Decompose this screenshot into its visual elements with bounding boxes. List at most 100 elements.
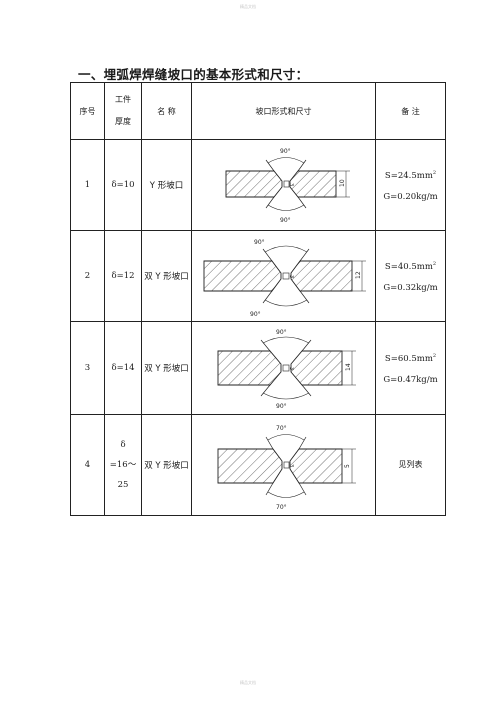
remark-area-value: S=24.5mm xyxy=(384,170,433,181)
angle-bottom-label: 90° xyxy=(250,311,261,318)
groove-line xyxy=(301,384,312,397)
groove-spec-table: 序号 工件 厚度 名 称 坡口形式和尺寸 备 注 1 δ=10 Y 形坡口 xyxy=(70,82,446,516)
remark-area-value: S=40.5mm xyxy=(384,261,433,272)
remark-weight: G=0.32kg/m xyxy=(383,283,438,294)
remark-weight: G=0.47kg/m xyxy=(383,375,438,386)
root-gap-label: 3 xyxy=(288,275,294,278)
root-gap xyxy=(282,272,290,280)
angle-arc-bottom xyxy=(267,491,305,498)
row-name: 双 Y 形坡口 xyxy=(141,321,192,415)
right-plate xyxy=(289,448,343,484)
angle-arc-top xyxy=(267,157,305,164)
groove-line xyxy=(299,248,310,262)
groove-line xyxy=(265,159,275,172)
groove-diagram: 90° 90° 3 12 xyxy=(203,239,366,318)
thickness-dim-label: 14 xyxy=(345,363,352,371)
remark-see-list: 见列表 xyxy=(398,460,423,469)
root-gap xyxy=(282,364,290,372)
row-thickness-line3: 25 xyxy=(117,480,129,490)
angle-top-label: 70° xyxy=(276,425,287,432)
row-thickness: δ =16～ 25 xyxy=(104,414,142,516)
row-remark: S=40.5mm2 G=0.32kg/m xyxy=(375,230,446,322)
row-diagram-cell: 90° 90° 3 10 xyxy=(191,139,376,231)
right-plate xyxy=(289,170,337,198)
groove-line xyxy=(298,436,307,450)
row-thickness-line2: =16～ xyxy=(109,460,137,470)
angle-arc-top xyxy=(267,434,305,441)
thickness-dim-label: 12 xyxy=(355,271,362,279)
row-seq: 4 xyxy=(70,414,105,516)
root-gap xyxy=(283,461,290,469)
remark-area-sup: 2 xyxy=(432,352,437,359)
angle-top-label: 90° xyxy=(254,239,265,246)
page-footer-watermark: 精品文档 xyxy=(240,680,256,685)
page-header-watermark: 精品文档 xyxy=(240,4,256,9)
row-seq: 1 xyxy=(70,139,105,231)
groove-diagram: 90° 90° 3 14 xyxy=(217,329,356,410)
row-name: 双 Y 形坡口 xyxy=(141,230,192,322)
groove-line xyxy=(265,196,275,209)
row-thickness: δ=14 xyxy=(104,321,142,415)
groove-line xyxy=(265,482,274,496)
left-plate xyxy=(217,350,282,386)
right-plate xyxy=(290,260,353,292)
header-name: 名 称 xyxy=(141,82,192,140)
row-thickness: δ=12 xyxy=(104,230,142,322)
groove-line xyxy=(260,339,271,352)
groove-line xyxy=(298,482,307,496)
table-row: 4 δ =16～ 25 双 Y 形坡口 xyxy=(70,414,446,516)
groove-line xyxy=(297,196,307,209)
groove-line xyxy=(265,436,274,450)
angle-bottom-label: 90° xyxy=(276,403,287,410)
groove-line xyxy=(262,248,273,262)
row-name: 双 Y 形坡口 xyxy=(141,414,192,516)
angle-arc-bottom xyxy=(267,204,305,211)
angle-top-label: 90° xyxy=(280,148,291,155)
root-gap-label: 3 xyxy=(288,464,294,467)
groove-line xyxy=(299,290,310,304)
groove-diagram: 70° 70° 3 5 xyxy=(217,425,356,511)
header-remark: 备 注 xyxy=(375,82,446,140)
section-title: 一、埋弧焊焊缝坡口的基本形式和尺寸： xyxy=(78,67,309,82)
header-seq: 序号 xyxy=(70,82,105,140)
table-row: 2 δ=12 双 Y 形坡口 xyxy=(70,230,446,322)
left-plate xyxy=(203,260,282,292)
remark-area: S=60.5mm2 xyxy=(376,345,445,370)
header-thickness-line2: 厚度 xyxy=(115,117,131,126)
angle-arc-bottom xyxy=(264,299,308,307)
row-seq: 3 xyxy=(70,321,105,415)
left-plate xyxy=(225,170,283,198)
thickness-dim-label: 10 xyxy=(339,179,346,187)
remark-area-value: S=60.5mm xyxy=(384,353,433,364)
root-gap-label: 3 xyxy=(288,367,294,370)
angle-arc-bottom xyxy=(262,392,310,400)
root-gap-label: 3 xyxy=(288,183,294,186)
row-remark: 见列表 xyxy=(375,414,446,516)
header-form: 坡口形式和尺寸 xyxy=(191,82,376,140)
groove-diagram: 90° 90° 3 10 xyxy=(225,148,350,224)
remark-area-sup: 2 xyxy=(432,260,437,267)
row-remark: S=24.5mm2 G=0.20kg/m xyxy=(375,139,446,231)
remark-area: S=24.5mm2 xyxy=(376,162,445,187)
row-thickness: δ=10 xyxy=(104,139,142,231)
table-row: 3 δ=14 双 Y 形坡口 xyxy=(70,321,446,415)
groove-line xyxy=(297,159,307,172)
angle-arc-top xyxy=(262,336,310,344)
remark-area: S=40.5mm2 xyxy=(376,253,445,278)
groove-line xyxy=(262,290,273,304)
table-row: 1 δ=10 Y 形坡口 xyxy=(70,139,446,231)
header-thickness: 工件 厚度 xyxy=(104,82,142,140)
root-gap xyxy=(283,180,290,188)
row-remark: S=60.5mm2 G=0.47kg/m xyxy=(375,321,446,415)
angle-arc-top xyxy=(264,245,308,253)
row-seq: 2 xyxy=(70,230,105,322)
row-diagram-cell: 90° 90° 3 14 xyxy=(191,321,376,415)
header-thickness-line1: 工件 xyxy=(115,95,131,104)
row-name: Y 形坡口 xyxy=(141,139,192,231)
angle-bottom-label: 70° xyxy=(276,504,287,511)
row-diagram-cell: 70° 70° 3 5 xyxy=(191,414,376,516)
groove-line xyxy=(260,384,271,397)
angle-bottom-label: 90° xyxy=(280,217,291,224)
thickness-dim-label: 5 xyxy=(344,464,351,468)
remark-area-sup: 2 xyxy=(432,169,437,176)
